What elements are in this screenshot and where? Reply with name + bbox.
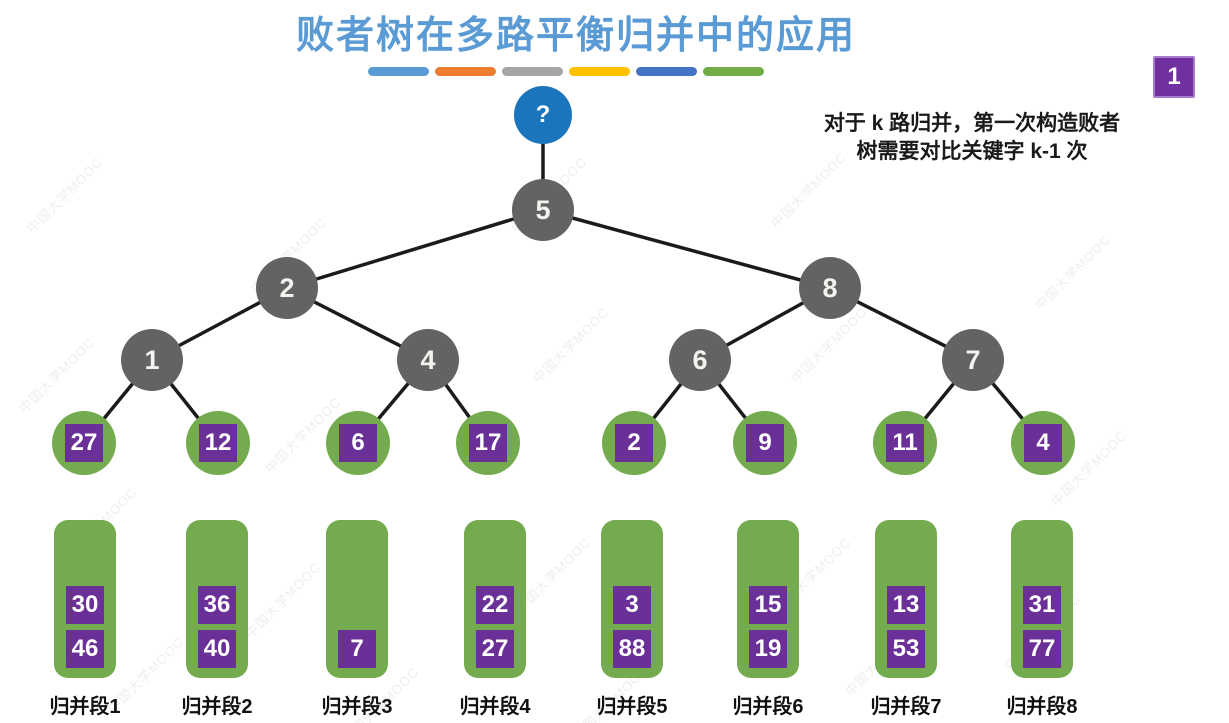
leaf-value: 4: [1024, 424, 1062, 462]
segment-value: 7: [338, 630, 376, 668]
leaf-value: 12: [199, 424, 237, 462]
tree-leaf-3: 6: [326, 411, 390, 475]
leaf-value: 6: [339, 424, 377, 462]
segment-label: 归并段1: [49, 696, 121, 718]
segment-value: 13: [887, 586, 925, 624]
segment-value: 15: [749, 586, 787, 624]
segment-value: 40: [198, 630, 236, 668]
segment-5: 3 88 归并段5: [587, 520, 677, 719]
segment-stack: 13 53: [875, 520, 937, 678]
dash-darkblue-icon: [636, 67, 697, 76]
segment-stack: 3 88: [601, 520, 663, 678]
segment-value: 27: [476, 630, 514, 668]
tree-node-6: 6: [669, 329, 731, 391]
leaf-value: 17: [469, 424, 507, 462]
segment-value: 88: [613, 630, 651, 668]
tree-leaf-2: 12: [186, 411, 250, 475]
segment-2: 36 40 归并段2: [172, 520, 262, 719]
tree-node-8: 8: [799, 257, 861, 319]
segment-6: 15 19 归并段6: [723, 520, 813, 719]
segment-value: 30: [66, 586, 104, 624]
page-title: 败者树在多路平衡归并中的应用: [295, 15, 856, 57]
dash-gray-icon: [502, 67, 563, 76]
segment-label: 归并段7: [870, 696, 942, 718]
segment-label: 归并段4: [459, 696, 531, 718]
annotation-line1: 对于 k 路归并，第一次构造败者: [823, 112, 1121, 135]
tree-leaf-7: 11: [873, 411, 937, 475]
segment-value: 77: [1023, 630, 1061, 668]
segment-value: 46: [66, 630, 104, 668]
tree-root-node: ?: [514, 86, 572, 144]
dash-orange-icon: [435, 67, 496, 76]
segment-label: 归并段2: [181, 696, 253, 718]
leaf-value: 11: [886, 424, 924, 462]
segment-label: 归并段3: [321, 696, 393, 718]
dash-divider: [368, 67, 764, 76]
tree-leaf-6: 9: [733, 411, 797, 475]
tree-node-2: 2: [256, 257, 318, 319]
tree-leaf-8: 4: [1011, 411, 1075, 475]
leaf-value: 9: [746, 424, 784, 462]
segment-stack: 22 27: [464, 520, 526, 678]
segment-label: 归并段5: [596, 696, 668, 718]
segment-stack: 36 40: [186, 520, 248, 678]
segment-3: 7 归并段3: [312, 520, 402, 719]
segment-value: 31: [1023, 586, 1061, 624]
tree-node-5: 5: [512, 179, 574, 241]
annotation: 对于 k 路归并，第一次构造败者 树需要对比关键字 k-1 次: [788, 110, 1156, 166]
segment-4: 22 27 归并段4: [450, 520, 540, 719]
tree-leaf-5: 2: [602, 411, 666, 475]
tree-node-1: 1: [121, 329, 183, 391]
segment-value: 3: [613, 586, 651, 624]
leaf-value: 27: [65, 424, 103, 462]
segment-stack: 31 77: [1011, 520, 1073, 678]
segment-value: 19: [749, 630, 787, 668]
leaf-value: 2: [615, 424, 653, 462]
segment-stack: 15 19: [737, 520, 799, 678]
segment-stack: 7: [326, 520, 388, 678]
segment-1: 30 46 归并段1: [40, 520, 130, 719]
dash-green-icon: [703, 67, 764, 76]
annotation-line2: 树需要对比关键字 k-1 次: [856, 140, 1088, 163]
dash-yellow-icon: [569, 67, 630, 76]
segment-7: 13 53 归并段7: [861, 520, 951, 719]
tree-leaf-4: 17: [456, 411, 520, 475]
segment-stack: 30 46: [54, 520, 116, 678]
tree-node-7: 7: [942, 329, 1004, 391]
segment-value: 53: [887, 630, 925, 668]
segment-value: 22: [476, 586, 514, 624]
slide-number-badge: 1: [1153, 56, 1195, 98]
segment-value: 36: [198, 586, 236, 624]
tree-node-4: 4: [397, 329, 459, 391]
tree-leaf-1: 27: [52, 411, 116, 475]
dash-lightblue-icon: [368, 67, 429, 76]
segment-label: 归并段8: [1006, 696, 1078, 718]
segment-label: 归并段6: [732, 696, 804, 718]
segment-8: 31 77 归并段8: [997, 520, 1087, 719]
